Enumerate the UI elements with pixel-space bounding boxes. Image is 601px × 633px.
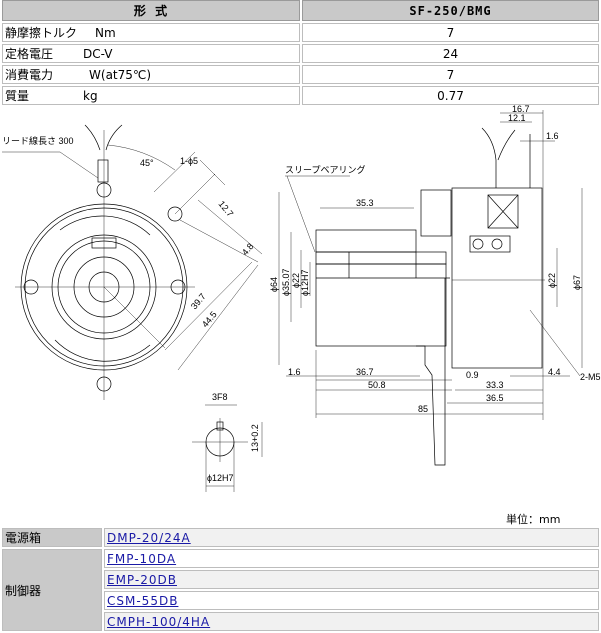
dim-16-7: 16.7 [512,104,530,114]
header-type-label: 形 式 [2,0,300,21]
dim-35-3: 35.3 [356,198,374,208]
dim-33-3: 33.3 [486,380,504,390]
spec-value: 7 [302,23,599,42]
power-row: 電源箱 DMP-20/24A [2,528,599,547]
spec-value: 0.77 [302,86,599,105]
spec-unit: kg [83,89,98,103]
spec-row: 質量 kg 0.77 [2,86,599,105]
dim-4-4: 4.4 [548,367,561,377]
key-width-label: 3F8 [212,392,228,402]
header-model: SF-250/BMG [302,0,599,21]
accessories-table: 電源箱 DMP-20/24A 制御器 FMP-10DA EMP-20DB CSM… [0,526,601,633]
front-view: リード線長さ 300 45° 1-ϕ5 12.7 4.8 39.7 44.5 [2,124,263,400]
dim-phi22: ϕ22 [291,273,301,288]
link-controller-emp[interactable]: EMP-20DB [107,572,177,587]
dim-12-7: 12.7 [216,199,235,219]
side-view: スリープベアリング 35.3 ϕ64 ϕ35.07 ϕ22 ϕ12H7 16.7… [269,104,601,466]
power-label: 電源箱 [2,528,102,547]
key-depth-label: 13+0.2 [250,424,260,452]
thread-label: 2-M5 [580,372,601,382]
controller-row: 制御器 FMP-10DA [2,549,599,631]
angle-label: 45° [140,158,154,168]
spec-name: 定格電圧 [5,47,54,61]
dim-36-7: 36.7 [356,367,374,377]
link-controller-csm[interactable]: CSM-55DB [107,593,179,608]
dimension-drawing: リード線長さ 300 45° 1-ϕ5 12.7 4.8 39.7 44.5 ス… [2,104,601,492]
dim-1-6-top: 1.6 [546,131,559,141]
dim-50-8: 50.8 [368,380,386,390]
lead-length-label: リード線長さ 300 [2,135,74,146]
controller-row: EMP-20DB [2,570,599,589]
spec-table: 形 式 SF-250/BMG 静摩擦トルク Nm 7 定格電圧 DC-V 24 消費… [0,0,601,107]
dim-44-5: 44.5 [200,309,219,329]
dim-phi67: ϕ67 [572,275,582,290]
dim-4-8: 4.8 [240,241,256,257]
dim-85: 85 [418,404,428,414]
dim-phi22-right: ϕ22 [547,273,557,288]
spec-value: 7 [302,65,599,84]
dim-phi35: ϕ35.07 [281,268,291,296]
dim-39-7: 39.7 [189,291,208,311]
controller-label: 制御器 [2,549,102,631]
keyway-detail: 3F8 13+0.2 ϕ12H7 [192,392,263,492]
spec-value: 24 [302,44,599,63]
dim-36-5: 36.5 [486,393,504,403]
spec-name: 消費電力 [5,68,54,82]
spec-row: 消費電力 W(at75℃) 7 [2,65,599,84]
spec-row: 静摩擦トルク Nm 7 [2,23,599,42]
bearing-label: スリープベアリング [285,164,365,175]
controller-row: CSM-55DB [2,591,599,610]
controller-row: CMPH-100/4HA [2,612,599,631]
dim-phi12: ϕ12H7 [300,269,310,296]
link-controller-fmp[interactable]: FMP-10DA [107,551,177,566]
link-controller-cmph[interactable]: CMPH-100/4HA [107,614,211,629]
dim-phi64: ϕ64 [269,277,279,292]
spec-name: 静摩擦トルク [5,26,78,40]
dim-0-9: 0.9 [466,370,479,380]
hole-label: 1-ϕ5 [180,156,198,166]
spec-header: 形 式 SF-250/BMG [2,0,599,21]
link-power-dmp[interactable]: DMP-20/24A [107,530,191,545]
spec-unit: DC-V [83,47,113,61]
dim-12-1: 12.1 [508,113,526,123]
dim-1-6: 1.6 [288,367,301,377]
key-bore-label: ϕ12H7 [207,473,234,483]
spec-row: 定格電圧 DC-V 24 [2,44,599,63]
spec-name: 質量 [5,89,30,103]
spec-unit: W(at75℃) [89,68,152,82]
unit-note: 単位：mm [506,513,561,526]
spec-unit: Nm [95,26,116,40]
